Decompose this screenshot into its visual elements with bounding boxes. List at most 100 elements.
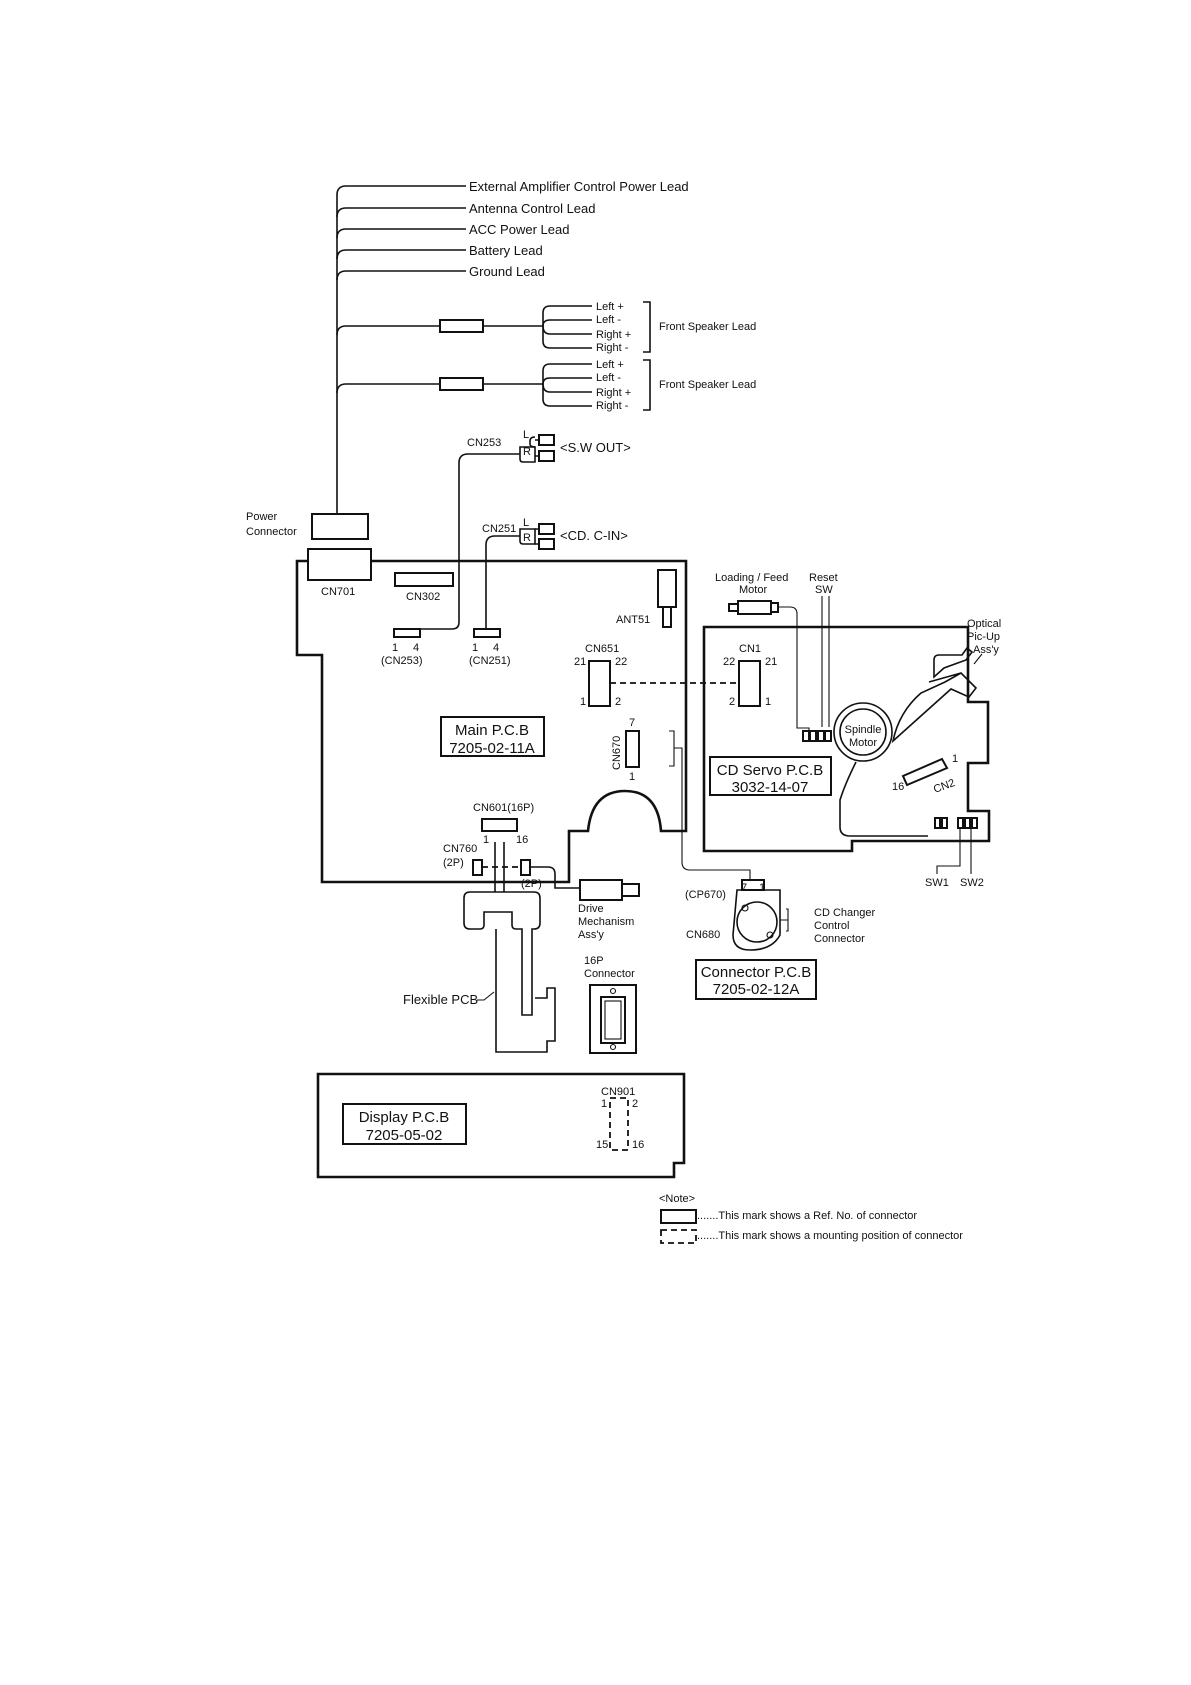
cn251-plug-r	[538, 538, 555, 550]
cn680-label: CN680	[686, 929, 720, 941]
display-pcb-outline	[316, 1072, 686, 1179]
drive-label-3: Ass'y	[578, 929, 604, 941]
cn1-pin2: 2	[729, 696, 735, 708]
ant51-post	[662, 606, 672, 628]
spindle-motor-inner	[839, 708, 887, 756]
spindle-motor-label-1: Spindle	[845, 724, 882, 736]
note-heading: <Note>	[659, 1193, 695, 1205]
sw2-pin-b	[964, 817, 971, 829]
cn302-label: CN302	[406, 591, 440, 603]
cn251-pin4: 4	[493, 642, 499, 654]
power-connector-label-2: Connector	[246, 526, 297, 538]
main-pcb-code: 7205-02-11A	[449, 740, 535, 757]
fuse-holder-2	[439, 377, 484, 391]
speaker1-left-minus: Left -	[596, 314, 621, 326]
cn601-pin16: 16	[516, 834, 528, 846]
connector-16p-label-1: 16P	[584, 955, 604, 967]
cn670-pin7: 7	[629, 717, 635, 729]
drive-label-2: Mechanism	[578, 916, 634, 928]
reset-sw-label-2: SW	[815, 584, 833, 596]
cn302-connector	[394, 572, 454, 587]
loading-motor-shaft	[728, 603, 739, 612]
speaker2-left-plus: Left +	[596, 359, 624, 371]
cn901-connector	[609, 1097, 629, 1151]
note-dashed-mark	[660, 1229, 697, 1244]
cn251-r: R	[523, 532, 531, 544]
drive-mechanism-shaft	[621, 883, 640, 897]
cp670-pin1: 1	[759, 882, 765, 894]
cn251-cd-c-in: <CD. C-IN>	[560, 528, 628, 543]
ant51-antenna	[657, 569, 677, 608]
lead-acc-label: ACC Power Lead	[469, 222, 569, 237]
conn-2p	[520, 859, 531, 876]
cp670-pin7: 7	[741, 882, 747, 894]
cd-servo-outline	[702, 625, 991, 853]
cn251-board-connector	[473, 628, 501, 638]
cn651-pin2: 2	[615, 696, 621, 708]
sw2-label: SW2	[960, 877, 984, 889]
optical-pickup-label-2: Pic-Up	[967, 631, 1000, 643]
ant51-label: ANT51	[616, 614, 650, 626]
flexible-pcb-label: Flexible PCB	[403, 992, 478, 1007]
speaker2-label: Front Speaker Lead	[659, 379, 756, 391]
connector-pcb-title: Connector P.C.B	[701, 964, 812, 981]
lead-ext-amp-label: External Amplifier Control Power Lead	[469, 179, 689, 194]
display-pcb-title: Display P.C.B	[359, 1109, 450, 1126]
speaker1-right-minus: Right -	[596, 342, 629, 354]
speaker2-left-minus: Left -	[596, 372, 621, 384]
sw2-pin-c	[971, 817, 978, 829]
drive-label-1: Drive	[578, 903, 604, 915]
optical-pickup-label-3: Ass'y	[973, 644, 999, 656]
cn651-label: CN651	[585, 643, 619, 655]
sw1-pin-a	[934, 817, 941, 829]
connector-16p-inner	[604, 1000, 622, 1040]
lead-antenna-label: Antenna Control Lead	[469, 201, 595, 216]
cn251-plug-l	[538, 523, 555, 535]
cn251-l: L	[523, 517, 529, 529]
main-pcb-label-box	[440, 716, 545, 757]
sw2-pin-a	[957, 817, 964, 829]
cn253-board-connector	[393, 628, 421, 638]
note-dashed-text: .......This mark shows a mounting positi…	[697, 1230, 963, 1242]
cd-changer-label-1: CD Changer	[814, 907, 875, 919]
power-connector-label-1: Power	[246, 511, 278, 523]
flexible-pcb	[463, 891, 541, 1016]
power-connector	[311, 513, 369, 540]
reset-sw-label-1: Reset	[809, 572, 838, 584]
cn651-pin21: 21	[574, 656, 586, 668]
cn1-pin21: 21	[765, 656, 777, 668]
cn670-pin1: 1	[629, 771, 635, 783]
optical-pickup-label-1: Optical	[967, 618, 1001, 630]
cn760-2p: (2P)	[443, 857, 464, 869]
spindle-motor	[833, 702, 893, 762]
cn253-plug-r	[538, 450, 555, 462]
note-solid-mark	[660, 1209, 697, 1224]
sw1-label: SW1	[925, 877, 949, 889]
cn2-connector	[901, 757, 949, 787]
loading-motor-cap	[770, 602, 779, 613]
cn601-pin1: 1	[483, 834, 489, 846]
cp670-label: (CP670)	[685, 889, 726, 901]
cn601-label: CN601(16P)	[473, 802, 534, 814]
conn-2p-label: (2P)	[521, 878, 542, 890]
lead-bundle	[336, 185, 651, 515]
cn253-pin4: 4	[413, 642, 419, 654]
loading-motor	[737, 600, 772, 615]
cn2-pin1: 1	[952, 753, 958, 765]
cn251-label: CN251	[482, 523, 516, 535]
cn253-r: R	[523, 446, 531, 458]
fuse-holder-1	[439, 319, 484, 333]
cn253-cable	[399, 434, 555, 630]
connector-16p-label-2: Connector	[584, 968, 635, 980]
cn901-pin2: 2	[632, 1098, 638, 1110]
cn680-housing	[732, 889, 781, 951]
cn251-pin1: 1	[472, 642, 478, 654]
cn2-pin16: 16	[892, 781, 904, 793]
cn2-label: CN2	[932, 777, 957, 796]
speaker1-right-plus: Right +	[596, 329, 631, 341]
main-pcb-outline	[295, 559, 688, 884]
main-pcb-title: Main P.C.B	[455, 722, 529, 739]
cn1-pin1: 1	[765, 696, 771, 708]
lead-ground-label: Ground Lead	[469, 264, 545, 279]
